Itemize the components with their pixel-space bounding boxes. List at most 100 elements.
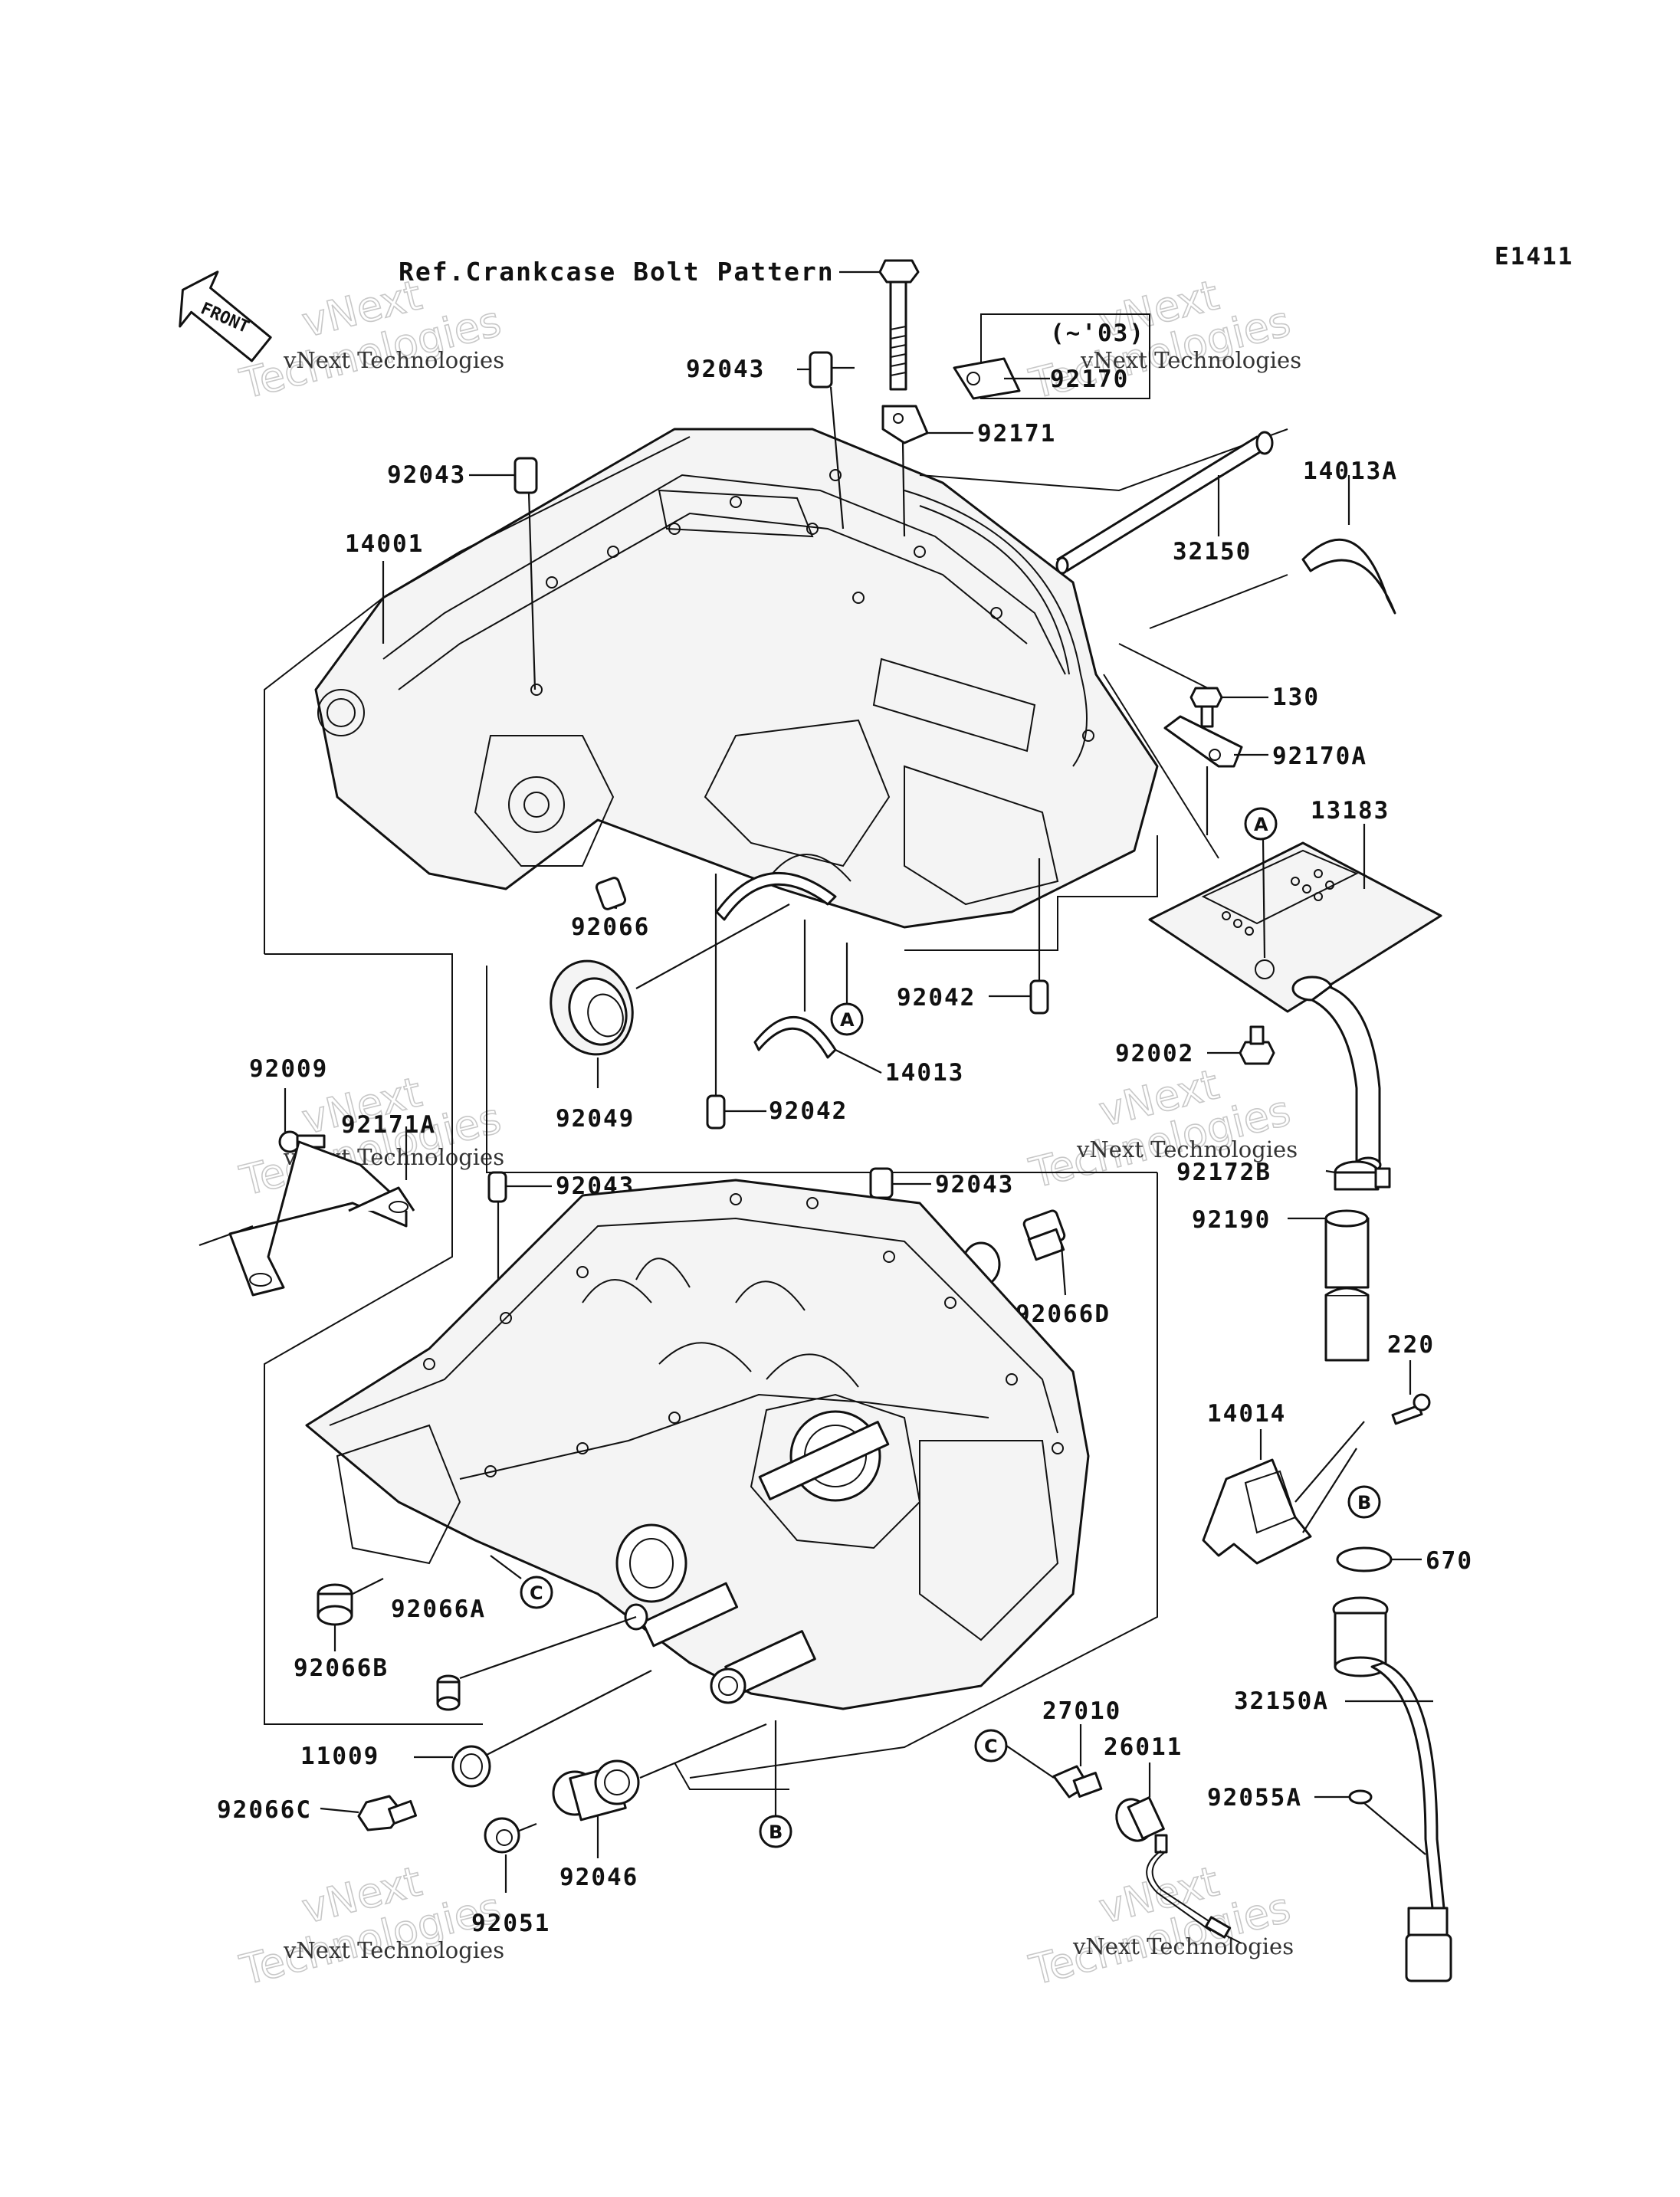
- callout-a-plate: A: [1244, 807, 1278, 841]
- label-14013: 14013: [885, 1059, 964, 1087]
- watermark-bottom-left: vNext Technologies vNext Technologies: [235, 1857, 506, 1995]
- diagram-id: E1411: [1495, 243, 1573, 271]
- bearing-insert-14013[interactable]: [715, 872, 837, 1059]
- watermark-text: vNext Technologies: [1080, 347, 1301, 373]
- ref-crankcase-bolt-pattern[interactable]: Ref.Crankcase Bolt Pattern: [399, 257, 835, 287]
- label-14014: 14014: [1207, 1400, 1286, 1428]
- watermark-text: vNext Technologies: [283, 1937, 504, 1963]
- bearing-insert-14013A[interactable]: [1301, 538, 1396, 615]
- switch-27010[interactable]: [1052, 1765, 1103, 1799]
- callout-c-switch: C: [974, 1729, 1008, 1763]
- svg-text:B: B: [1357, 1492, 1371, 1513]
- label-92066: 92066: [571, 913, 650, 941]
- label-92051: 92051: [471, 1910, 550, 1937]
- o-ring-92055A[interactable]: [1348, 1789, 1373, 1805]
- frame-right-1: [1149, 574, 1288, 629]
- label-220: 220: [1387, 1331, 1435, 1359]
- washer-92051[interactable]: [484, 1817, 520, 1854]
- o-ring-670[interactable]: [1336, 1546, 1393, 1572]
- lower-crankcase[interactable]: [305, 1179, 1090, 1710]
- label-26011: 26011: [1104, 1733, 1183, 1761]
- label-92170A: 92170A: [1272, 743, 1367, 770]
- clamp-92172B[interactable]: [1334, 1160, 1391, 1191]
- pin-92042-left[interactable]: [706, 1094, 726, 1130]
- pipe-32150[interactable]: [1055, 431, 1274, 575]
- pin-92043-lower-left[interactable]: [487, 1171, 507, 1203]
- svg-text:C: C: [530, 1582, 543, 1604]
- label-92042-left: 92042: [769, 1097, 848, 1125]
- label-92046: 92046: [559, 1864, 638, 1891]
- bolt-220[interactable]: [1391, 1393, 1431, 1425]
- label-32150A: 32150A: [1234, 1687, 1329, 1715]
- version-box: [980, 313, 1150, 399]
- svg-text:B: B: [769, 1822, 783, 1843]
- frame-right-3: [904, 835, 1158, 951]
- crankcase-bolt[interactable]: [878, 259, 920, 391]
- bolt-92002[interactable]: [1239, 1025, 1275, 1065]
- label-92043-top: 92043: [686, 356, 765, 383]
- plug-92066B[interactable]: [317, 1583, 353, 1626]
- label-32150: 32150: [1173, 538, 1252, 566]
- bracket-14014[interactable]: [1202, 1421, 1365, 1565]
- upper-crankcase-14001[interactable]: [314, 428, 1159, 929]
- label-14013A: 14013A: [1303, 457, 1398, 485]
- plug-bolt-92066C[interactable]: [357, 1795, 418, 1831]
- bracket-92171A[interactable]: [228, 1140, 415, 1297]
- label-13183: 13183: [1311, 797, 1390, 825]
- label-670: 670: [1426, 1547, 1473, 1575]
- pin-92043-left[interactable]: [514, 457, 538, 494]
- dowel-92066[interactable]: [595, 877, 627, 910]
- watermark-text: vNext Technologies: [1072, 1933, 1294, 1959]
- front-arrow-icon: FRONT: [179, 271, 272, 362]
- label-92055A: 92055A: [1207, 1784, 1302, 1812]
- svg-text:A: A: [840, 1009, 855, 1031]
- label-130: 130: [1272, 684, 1320, 711]
- dowel-92066A[interactable]: [436, 1674, 461, 1711]
- label-92043-left: 92043: [387, 461, 466, 489]
- frame-bottom: [674, 1762, 789, 1790]
- label-92002: 92002: [1115, 1040, 1194, 1067]
- pin-92043-top[interactable]: [809, 351, 855, 389]
- clamp-92171[interactable]: [881, 405, 929, 444]
- label-92049: 92049: [556, 1105, 635, 1133]
- plug-92066D[interactable]: [1022, 1209, 1066, 1261]
- pin-92043-lower-right[interactable]: [869, 1167, 894, 1199]
- frame-right-tall: [689, 1172, 1158, 1779]
- label-92066C: 92066C: [217, 1796, 312, 1824]
- frame-right-4: [1103, 674, 1219, 859]
- label-92009: 92009: [249, 1055, 328, 1083]
- label-92171: 92171: [977, 420, 1056, 448]
- label-92172B: 92172B: [1176, 1159, 1271, 1186]
- label-11009: 11009: [300, 1743, 379, 1770]
- watermark-bottom-right: vNext Technologies vNext Technologies: [1024, 1857, 1295, 1995]
- hose-92190[interactable]: [1324, 1209, 1370, 1362]
- svg-text:A: A: [1254, 814, 1268, 835]
- bolt-130[interactable]: [1189, 687, 1223, 728]
- watermark-text: vNext Technologies: [1076, 1136, 1298, 1162]
- callout-b-right: B: [1347, 1485, 1381, 1519]
- clamp-92170A[interactable]: [1163, 715, 1243, 768]
- frame-mid-left: [264, 953, 483, 1725]
- label-92170: 92170: [1050, 366, 1129, 393]
- needle-bearing-92046[interactable]: [552, 1759, 640, 1822]
- gasket-11009[interactable]: [451, 1745, 491, 1788]
- watermark-top-left: vNext Technologies vNext Technologies: [235, 271, 506, 409]
- clamp-92170[interactable]: [953, 357, 1021, 400]
- sensor-lead-26011[interactable]: [1110, 1793, 1242, 1944]
- oil-pipe-32150A[interactable]: [1332, 1596, 1452, 1982]
- version-note: (~'03): [1050, 320, 1145, 347]
- label-92066A: 92066A: [391, 1595, 486, 1623]
- callout-b-lower: B: [759, 1815, 792, 1848]
- upper-frame-right: [919, 428, 1288, 492]
- oil-seal-92049[interactable]: [538, 949, 645, 1066]
- frame-mid-top: [486, 966, 1157, 1173]
- callout-c-lower: C: [520, 1576, 553, 1609]
- label-27010: 27010: [1042, 1697, 1121, 1725]
- svg-text:C: C: [984, 1736, 998, 1757]
- label-92190: 92190: [1192, 1206, 1271, 1234]
- pin-92042-right[interactable]: [1029, 979, 1049, 1015]
- label-92042-right: 92042: [897, 984, 976, 1012]
- frame-right-2: [1118, 643, 1212, 690]
- label-92066D: 92066D: [1016, 1300, 1111, 1328]
